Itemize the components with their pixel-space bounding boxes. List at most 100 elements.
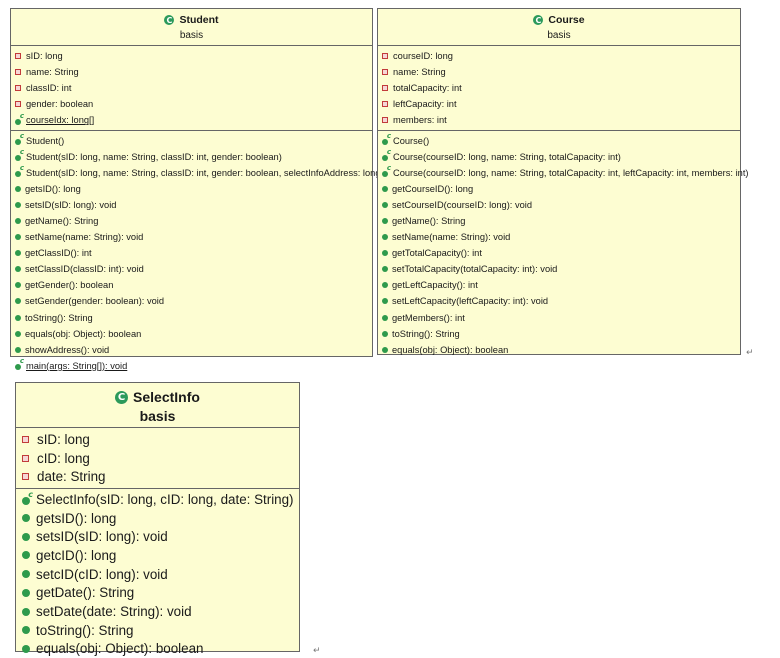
public-method-icon [15,234,21,241]
private-field-icon [382,101,388,108]
private-field-icon [15,69,21,76]
method: setClassID(classID: int): void [11,261,372,277]
method: setName(name: String): void [11,229,372,245]
method: Course() [378,132,740,148]
class-name: Course [548,14,585,26]
method: SelectInfo(sID: long, cID: long, date: S… [16,490,299,509]
method: getTotalCapacity(): int [378,245,740,261]
method: getDate(): String [16,584,299,603]
method: getClassID(): int [11,245,372,261]
public-method-icon [15,201,21,208]
public-method-icon [382,314,388,321]
field: date: String [16,467,299,486]
private-field-icon [22,454,29,462]
public-method-icon [382,250,388,257]
public-method-icon [15,217,21,224]
constructor-icon [22,490,33,505]
static-field-icon [15,112,24,125]
public-method-icon [22,551,30,560]
public-method-icon [382,266,388,273]
method: setDate(date: String): void [16,602,299,621]
public-method-icon [22,607,30,616]
fields-section: sID: long name: String classID: int gend… [11,46,372,130]
private-field-icon [382,53,388,60]
class-student: C Student basis sID: long name: String c… [10,8,389,371]
class-name: Student [179,14,219,26]
method: getsID(): long [11,181,372,197]
method: setcID(cID: long): void [16,565,299,584]
class-icon: C [533,15,544,25]
field: courseID: long [378,48,740,64]
method: Course(courseID: long, name: String, tot… [378,164,749,181]
method: equals(obj: Object): boolean [16,640,299,658]
public-method-icon [15,250,21,257]
private-field-icon [382,85,388,92]
public-method-icon [382,330,388,337]
fields-section: sID: long cID: long date: String [16,428,299,488]
private-field-icon [15,101,21,108]
field: courseIdx: long[] [11,112,372,128]
public-method-icon [382,298,388,305]
constructor-icon [382,132,391,146]
class-header: C SelectInfo basis [16,383,299,428]
public-method-icon [22,626,30,635]
field: cID: long [16,449,299,468]
constructor-icon [15,132,24,146]
method: Student(sID: long, name: String, classID… [11,148,372,165]
method: setName(name: String): void [378,229,740,245]
field: leftCapacity: int [378,96,740,112]
public-method-icon [382,234,388,241]
private-field-icon [15,53,21,60]
field: sID: long [16,430,299,449]
method: getName(): String [11,213,372,229]
class-selectinfo: C SelectInfo basis sID: long cID: long d… [15,382,300,656]
class-icon: C [164,15,175,25]
method: main(args: String[]): void [11,357,372,374]
private-field-icon [15,85,21,92]
constructor-icon [15,164,24,178]
private-field-icon [22,435,29,443]
private-field-icon [382,69,388,76]
constructor-icon [382,148,391,162]
constructor-icon [382,164,391,178]
method: toString(): String [378,326,740,342]
field: sID: long [11,48,372,64]
public-method-icon [22,570,30,579]
public-method-icon [382,282,388,289]
public-method-icon [15,298,21,305]
class-stereotype: basis [547,30,571,41]
public-method-icon [15,266,21,273]
paragraph-mark: ↵ [313,646,321,656]
public-method-icon [15,346,21,353]
field: members: int [378,112,740,128]
method: equals(obj: Object): boolean [11,326,372,342]
method: getcID(): long [16,546,299,565]
public-method-icon [15,314,21,321]
public-method-icon [382,346,388,353]
method: Student() [11,132,372,148]
method: showAddress(): void [11,342,372,358]
method: setTotalCapacity(totalCapacity: int): vo… [378,261,740,277]
public-method-icon [15,330,21,337]
class-name: SelectInfo [133,389,200,405]
public-method-icon [382,217,388,224]
private-field-icon [22,473,29,481]
methods-section: Course() Course(courseID: long, name: St… [378,130,749,358]
static-method-icon [15,357,24,371]
class-icon: C [115,390,129,404]
class-header: C Course basis [378,9,740,46]
method: setCourseID(courseID: long): void [378,197,740,213]
public-method-icon [22,532,30,541]
class-stereotype: basis [139,408,176,424]
method: toString(): String [11,310,372,326]
class-stereotype: basis [179,30,204,41]
public-method-icon [382,185,388,192]
method: equals(obj: Object): boolean [378,342,740,358]
methods-section: Student() Student(sID: long, name: Strin… [11,130,389,374]
class-header: C Student basis [11,9,372,46]
public-method-icon [22,644,30,653]
paragraph-mark: ↵ [746,348,754,358]
public-method-icon [15,282,21,289]
method: Student(sID: long, name: String, classID… [11,164,389,181]
method: getsID(): long [16,509,299,528]
